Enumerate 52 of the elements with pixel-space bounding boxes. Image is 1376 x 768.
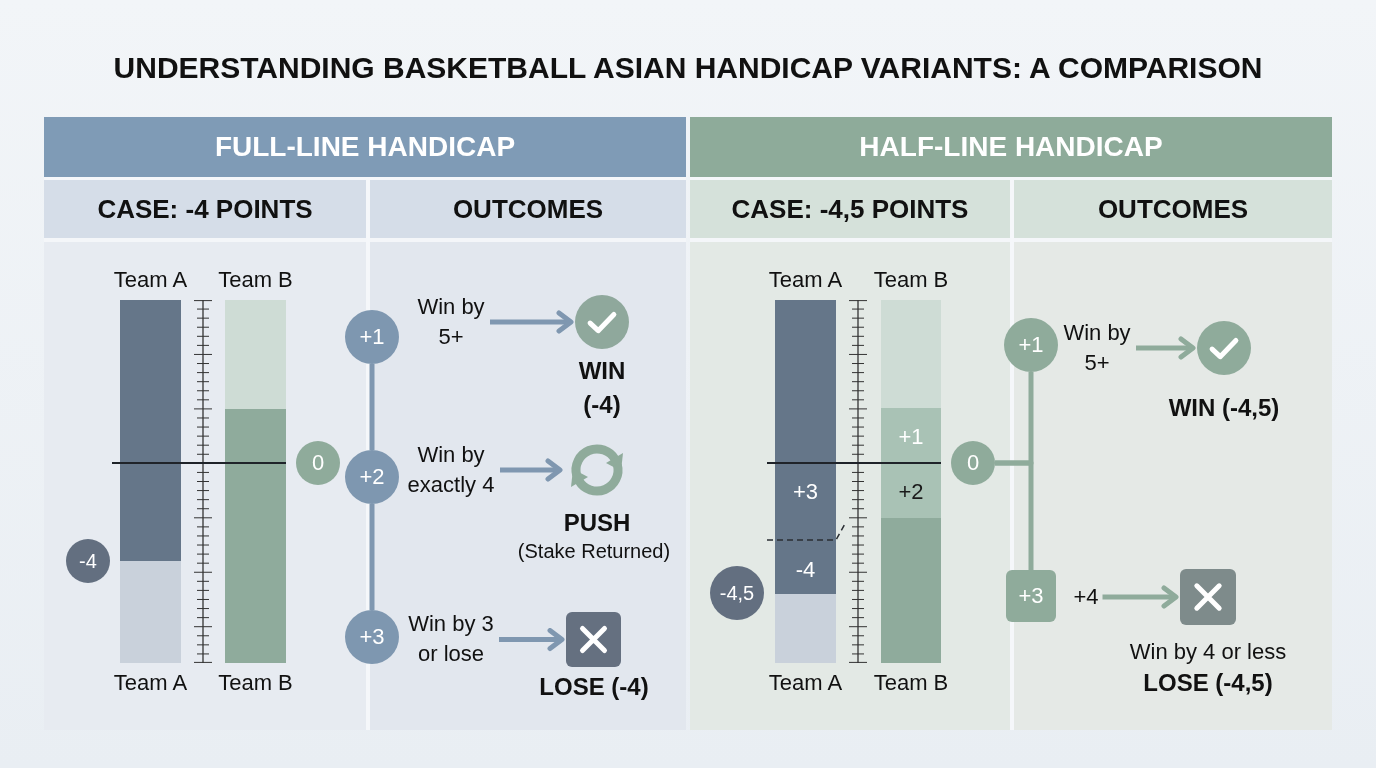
section-title: CASE: -4,5 POINTS bbox=[731, 193, 969, 226]
condition-text: Win by 5+ bbox=[1062, 318, 1132, 378]
outcome-label: PUSH bbox=[563, 508, 631, 538]
team-label: Team B bbox=[218, 669, 293, 697]
step-marker: +3 bbox=[1006, 570, 1056, 622]
outcome-note: (Stake Returned) bbox=[517, 539, 671, 564]
handicap-marker: -4,5 bbox=[710, 566, 764, 620]
panel-title: HALF-LINE HANDICAP bbox=[859, 130, 1163, 164]
bar-value: +2 bbox=[898, 478, 924, 506]
panel-title: FULL-LINE HANDICAP bbox=[214, 130, 516, 164]
comparison-panel bbox=[44, 117, 686, 730]
section-title: OUTCOMES bbox=[452, 193, 604, 226]
outcome-note: Win by 4 or less bbox=[1129, 638, 1287, 666]
handicap-marker: -4 bbox=[66, 539, 110, 583]
section-title: CASE: -4 POINTS bbox=[97, 193, 313, 226]
section-title: OUTCOMES bbox=[1097, 193, 1249, 226]
team-label: Team A bbox=[113, 669, 188, 697]
comparison-panel bbox=[690, 117, 1332, 730]
bar-value: +3 bbox=[792, 478, 819, 506]
arrow bbox=[1102, 585, 1179, 609]
outcome-label: WIN (-4) bbox=[577, 356, 627, 420]
cross-icon bbox=[566, 612, 621, 667]
page-title: UNDERSTANDING BASKETBALL ASIAN HANDICAP VARIANTS: A COMPARISON bbox=[113, 50, 1263, 86]
arrow bbox=[490, 310, 574, 334]
connector-line bbox=[995, 460, 1034, 570]
zero-marker: 0 bbox=[296, 441, 340, 485]
team-label: Team A bbox=[768, 266, 843, 294]
section-panel bbox=[1014, 180, 1332, 730]
team-label: Team A bbox=[768, 669, 843, 697]
outcome-label: LOSE (-4,5) bbox=[1143, 668, 1273, 698]
team-label: Team B bbox=[873, 266, 949, 294]
outcome-label: LOSE (-4) bbox=[539, 672, 649, 702]
condition-text: +4 bbox=[1073, 582, 1099, 612]
zero-marker: 0 bbox=[951, 441, 995, 485]
condition-text: Win by 5+ bbox=[416, 292, 486, 352]
arrow bbox=[499, 628, 565, 651]
bar-value: +1 bbox=[898, 423, 924, 451]
bar-value: -4 bbox=[795, 556, 816, 584]
section-panel bbox=[690, 180, 1010, 730]
check-icon bbox=[1197, 321, 1251, 375]
condition-text: Win by exactly 4 bbox=[406, 440, 496, 500]
team-label: Team B bbox=[873, 669, 949, 697]
connector-line bbox=[369, 504, 375, 610]
check-icon bbox=[575, 295, 629, 349]
team-label: Team B bbox=[218, 266, 293, 294]
cross-icon bbox=[1180, 569, 1236, 625]
connector-line bbox=[369, 364, 375, 450]
condition-text: Win by 3 or lose bbox=[407, 609, 495, 669]
team-label: Team A bbox=[113, 266, 188, 294]
outcome-label: WIN (-4,5) bbox=[1168, 393, 1280, 423]
arrow bbox=[500, 458, 563, 482]
arrow bbox=[1136, 336, 1196, 360]
